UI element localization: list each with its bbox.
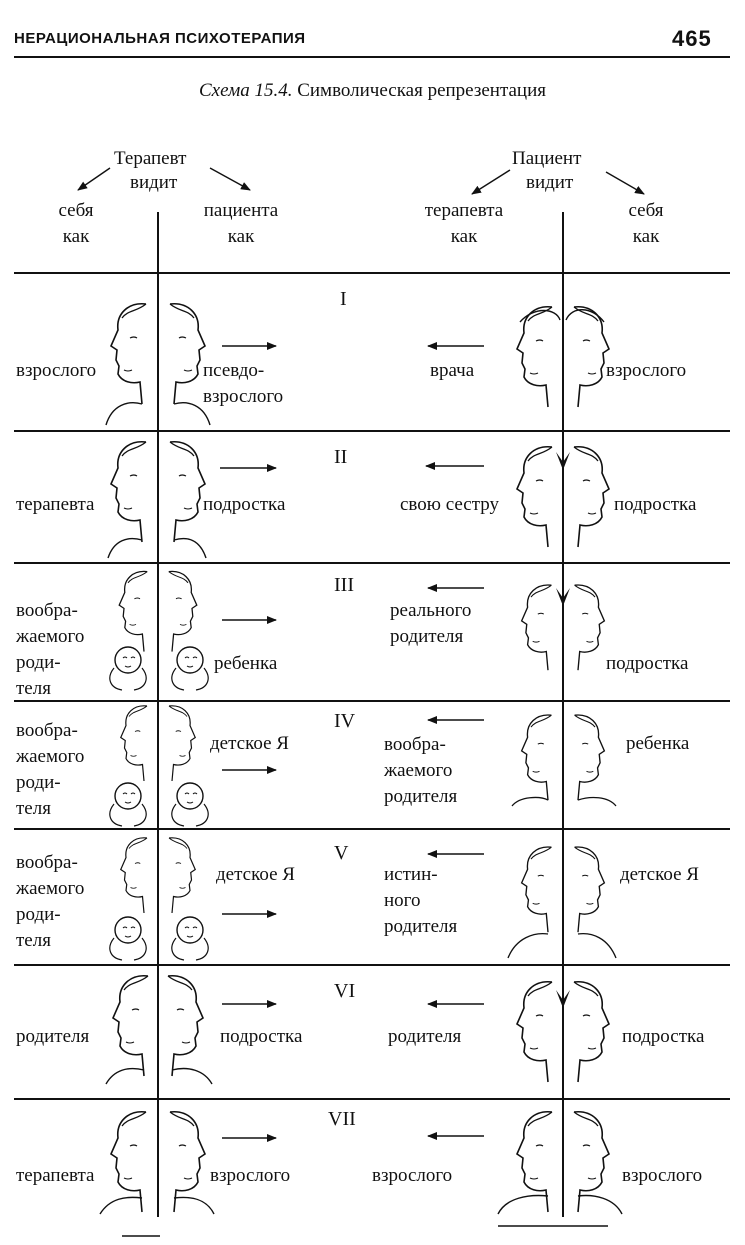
row-numeral: V — [334, 842, 349, 864]
row-numeral: I — [340, 288, 347, 310]
patient-therapist-label: взрослого — [372, 1165, 453, 1186]
row-rule — [14, 1098, 730, 1100]
row-rule — [14, 272, 730, 274]
figure-caption: Схема 15.4. Символическая репрезентация — [0, 80, 745, 102]
patient-therapist-label: родителя — [388, 1026, 462, 1047]
therapist-self-label: вообра- жаемого роди- теля — [16, 852, 85, 951]
therapist-self-col: себя как — [58, 200, 94, 247]
therapist-header: Терапевт — [114, 148, 187, 169]
therapist-divider — [157, 212, 159, 1217]
therapist-faces-row-4 — [109, 705, 209, 827]
running-head: НЕРАЦИОНАЛЬНАЯ ПСИХОТЕРАПИЯ — [14, 30, 306, 47]
patient-therapist-label: вообра- жаемого родителя — [384, 734, 458, 807]
patient-faces-row-3 — [520, 584, 606, 671]
therapist-sees: видит — [130, 172, 178, 193]
row-numeral: VI — [334, 980, 356, 1002]
patient-self-label: ребенка — [626, 733, 690, 754]
therapist-faces-row-6 — [105, 974, 213, 1085]
patient-faces-row-6 — [516, 980, 610, 1083]
patient-self-label: взрослого — [606, 360, 687, 381]
caption-title: Символическая репрезентация — [297, 80, 546, 101]
patient-faces-row-4 — [511, 714, 617, 807]
header-arrow — [605, 171, 645, 195]
patient-therapist-label: истин- ного родителя — [384, 864, 458, 937]
patient-therapist-label: врача — [430, 360, 475, 381]
header-rule — [14, 56, 730, 58]
row-numeral: III — [334, 574, 354, 596]
row-rule — [14, 562, 730, 564]
therapist-self-label: терапевта — [16, 494, 95, 515]
patient-self-col: себя как — [628, 200, 664, 247]
row-rule — [14, 828, 730, 830]
therapist-patient-label: подростка — [203, 494, 286, 515]
therapist-patient-label: подростка — [220, 1026, 303, 1047]
patient-self-label: подростка — [614, 494, 697, 515]
therapist-self-label: родителя — [16, 1026, 90, 1047]
therapist-self-label: терапевта — [16, 1165, 95, 1186]
patient-faces-row-5 — [507, 846, 617, 959]
therapist-faces-row-1 — [105, 302, 211, 426]
header-arrow — [209, 167, 251, 191]
therapist-self-label: вообра- жаемого роди- теля — [16, 720, 85, 819]
patient-header: Пациент — [512, 148, 582, 169]
patient-therapist-label: реального родителя — [390, 600, 472, 647]
patient-self-label: подростка — [606, 653, 689, 674]
patient-self-label: взрослого — [622, 1165, 703, 1186]
row-rule — [14, 430, 730, 432]
therapist-patient-label: детское Я — [210, 733, 289, 754]
therapist-patient-label: псевдо- взрослого — [203, 360, 284, 407]
patient-self-label: детское Я — [620, 864, 699, 885]
therapist-faces-row-2 — [107, 440, 207, 559]
caption-label: Схема 15.4. — [199, 80, 293, 101]
therapist-patient-label: взрослого — [210, 1165, 291, 1186]
patient-therapist-label: свою сестру — [400, 494, 500, 515]
therapist-patient-label: ребенка — [214, 653, 278, 674]
row-rule — [14, 964, 730, 966]
therapist-patient-col: пациента как — [203, 200, 279, 247]
therapist-patient-label: детское Я — [216, 864, 295, 885]
patient-therapist-col: терапевта как — [424, 200, 504, 247]
header-arrow — [471, 169, 511, 195]
row-numeral: II — [334, 446, 348, 468]
row-numeral: VII — [328, 1108, 356, 1130]
therapist-self-label: вообра- жаемого роди- теля — [16, 600, 85, 699]
therapist-self-label: взрослого — [16, 360, 97, 381]
patient-self-label: подростка — [622, 1026, 705, 1047]
patient-faces-row-7 — [497, 1110, 623, 1215]
row-rule — [14, 700, 730, 702]
patient-faces-row-1 — [516, 305, 610, 408]
patient-faces-row-2 — [516, 445, 610, 548]
therapist-faces-row-5 — [109, 837, 209, 961]
patient-sees: видит — [526, 172, 574, 193]
therapist-faces-row-7 — [99, 1110, 215, 1215]
page-number: 465 — [672, 26, 712, 51]
therapist-faces-row-3 — [109, 570, 209, 691]
patient-divider — [562, 212, 564, 1217]
header-arrow — [77, 167, 111, 191]
row-numeral: IV — [334, 710, 356, 732]
